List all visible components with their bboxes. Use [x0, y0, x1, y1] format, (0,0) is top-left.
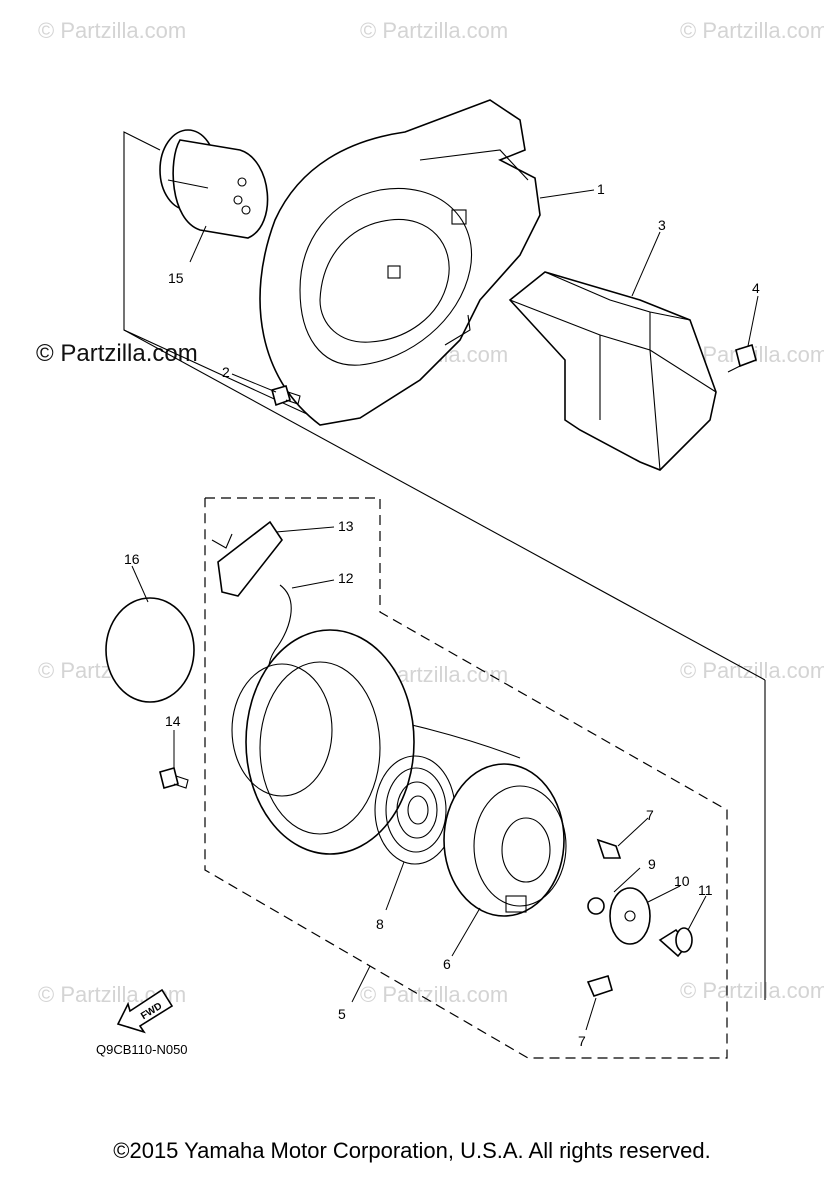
part-13-handle [211, 520, 283, 597]
part-4-bolt [727, 343, 757, 373]
callout-14: 14 [165, 713, 181, 729]
watermark: © Partzilla.com [680, 978, 824, 1003]
callout-12: 12 [338, 570, 354, 586]
part-6-pulley [443, 763, 567, 917]
callout-1: 1 [597, 181, 605, 197]
part-2-bolt [271, 385, 301, 407]
callouts: 1 2 3 4 5 6 7 7 8 9 10 11 12 13 14 15 16 [124, 181, 760, 1049]
watermark: © Partzilla.com [360, 18, 509, 43]
part-11-screw [658, 927, 693, 958]
watermark-strong: © Partzilla.com [36, 340, 198, 367]
part-16-disc [105, 597, 195, 703]
starter-case [231, 629, 415, 855]
part-14-bolt [159, 767, 189, 789]
callout-7-upper: 7 [646, 807, 654, 823]
watermark: © Partzilla.com [38, 18, 187, 43]
callout-4: 4 [752, 280, 760, 296]
callout-15: 15 [168, 270, 184, 286]
callout-7-lower: 7 [578, 1033, 586, 1049]
watermark: © Partzilla.com [360, 982, 509, 1007]
callout-5: 5 [338, 1006, 346, 1022]
copyright-notice: ©2015 Yamaha Motor Corporation, U.S.A. A… [113, 1138, 711, 1163]
part-15-cap [159, 129, 269, 239]
callout-9: 9 [648, 856, 656, 872]
leader-lines [131, 189, 759, 1031]
part-9-ring [587, 897, 605, 915]
callout-2: 2 [222, 364, 230, 380]
part-5-group-outline [204, 497, 728, 1059]
callout-3: 3 [658, 217, 666, 233]
watermark: © Partzilla.com [680, 18, 824, 43]
diagram-code: Q9CB110-N050 [96, 1042, 188, 1057]
callout-16: 16 [124, 551, 140, 567]
part-10-plate [609, 887, 651, 945]
part-7-pawl-lower [586, 975, 613, 997]
part-1-shroud [259, 99, 541, 426]
watermark: © Partzilla.com [680, 658, 824, 683]
callout-8: 8 [376, 916, 384, 932]
part-3-duct [508, 271, 717, 471]
assembly-bracket [123, 131, 766, 1000]
callout-13: 13 [338, 518, 354, 534]
part-7-pawl-upper [596, 838, 622, 859]
fwd-arrow-icon: FWD [116, 988, 174, 1034]
callout-10: 10 [674, 873, 690, 889]
callout-6: 6 [443, 956, 451, 972]
callout-11: 11 [698, 882, 713, 898]
